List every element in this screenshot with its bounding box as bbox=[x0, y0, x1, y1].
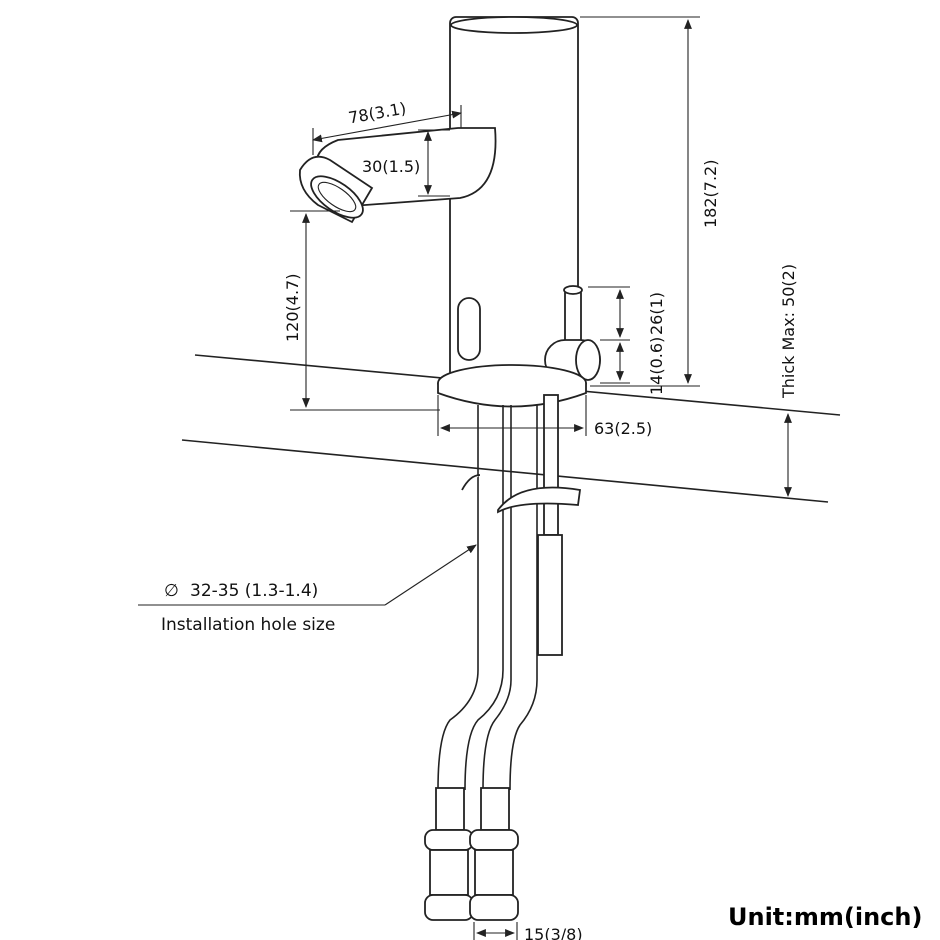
dim-hose-spacing-label: 15(3/8) bbox=[524, 925, 583, 940]
hole-size-label: Installation hole size bbox=[161, 615, 335, 635]
dim-thick-max-label: Thick Max: 50(2) bbox=[779, 264, 798, 399]
dim-spout-height: 30(1.5) bbox=[362, 129, 450, 197]
sensor-window bbox=[457, 297, 481, 361]
mounting-rod bbox=[461, 394, 582, 656]
faucet-base bbox=[437, 364, 587, 408]
dim-spout-clearance-label: 120(4.7) bbox=[283, 274, 302, 342]
dim-lever-height-label: 26(1) bbox=[647, 292, 666, 335]
dim-thick-max: Thick Max: 50(2) bbox=[779, 264, 798, 497]
spout bbox=[298, 127, 497, 224]
dim-base-diameter-label: 63(2.5) bbox=[594, 419, 652, 438]
dim-spout-length-label: 78(3.1) bbox=[347, 99, 408, 128]
temperature-lever bbox=[544, 285, 601, 381]
dim-hose-spacing: 15(3/8) bbox=[473, 922, 583, 940]
dim-lever-base-label: 14(0.6) bbox=[647, 337, 666, 395]
faucet-body bbox=[449, 16, 579, 380]
hole-diameter-label: 32-35 (1.3-1.4) bbox=[190, 581, 318, 601]
supply-hoses bbox=[424, 405, 538, 921]
diameter-symbol: ∅ bbox=[164, 581, 179, 601]
unit-label: Unit:mm(inch) bbox=[728, 903, 922, 931]
hole-note: ∅ 32-35 (1.3-1.4) Installation hole size bbox=[138, 544, 477, 635]
dim-base-diameter: 63(2.5) bbox=[437, 395, 652, 438]
dim-lever: 26(1) 14(0.6) bbox=[588, 286, 666, 395]
countertop-bottom-line bbox=[181, 439, 829, 503]
dim-total-height-label: 182(7.2) bbox=[701, 160, 720, 228]
dim-spout-clearance: 120(4.7) bbox=[283, 210, 440, 411]
dim-total-height: 182(7.2) bbox=[580, 16, 720, 387]
dim-spout-height-label: 30(1.5) bbox=[362, 157, 420, 176]
